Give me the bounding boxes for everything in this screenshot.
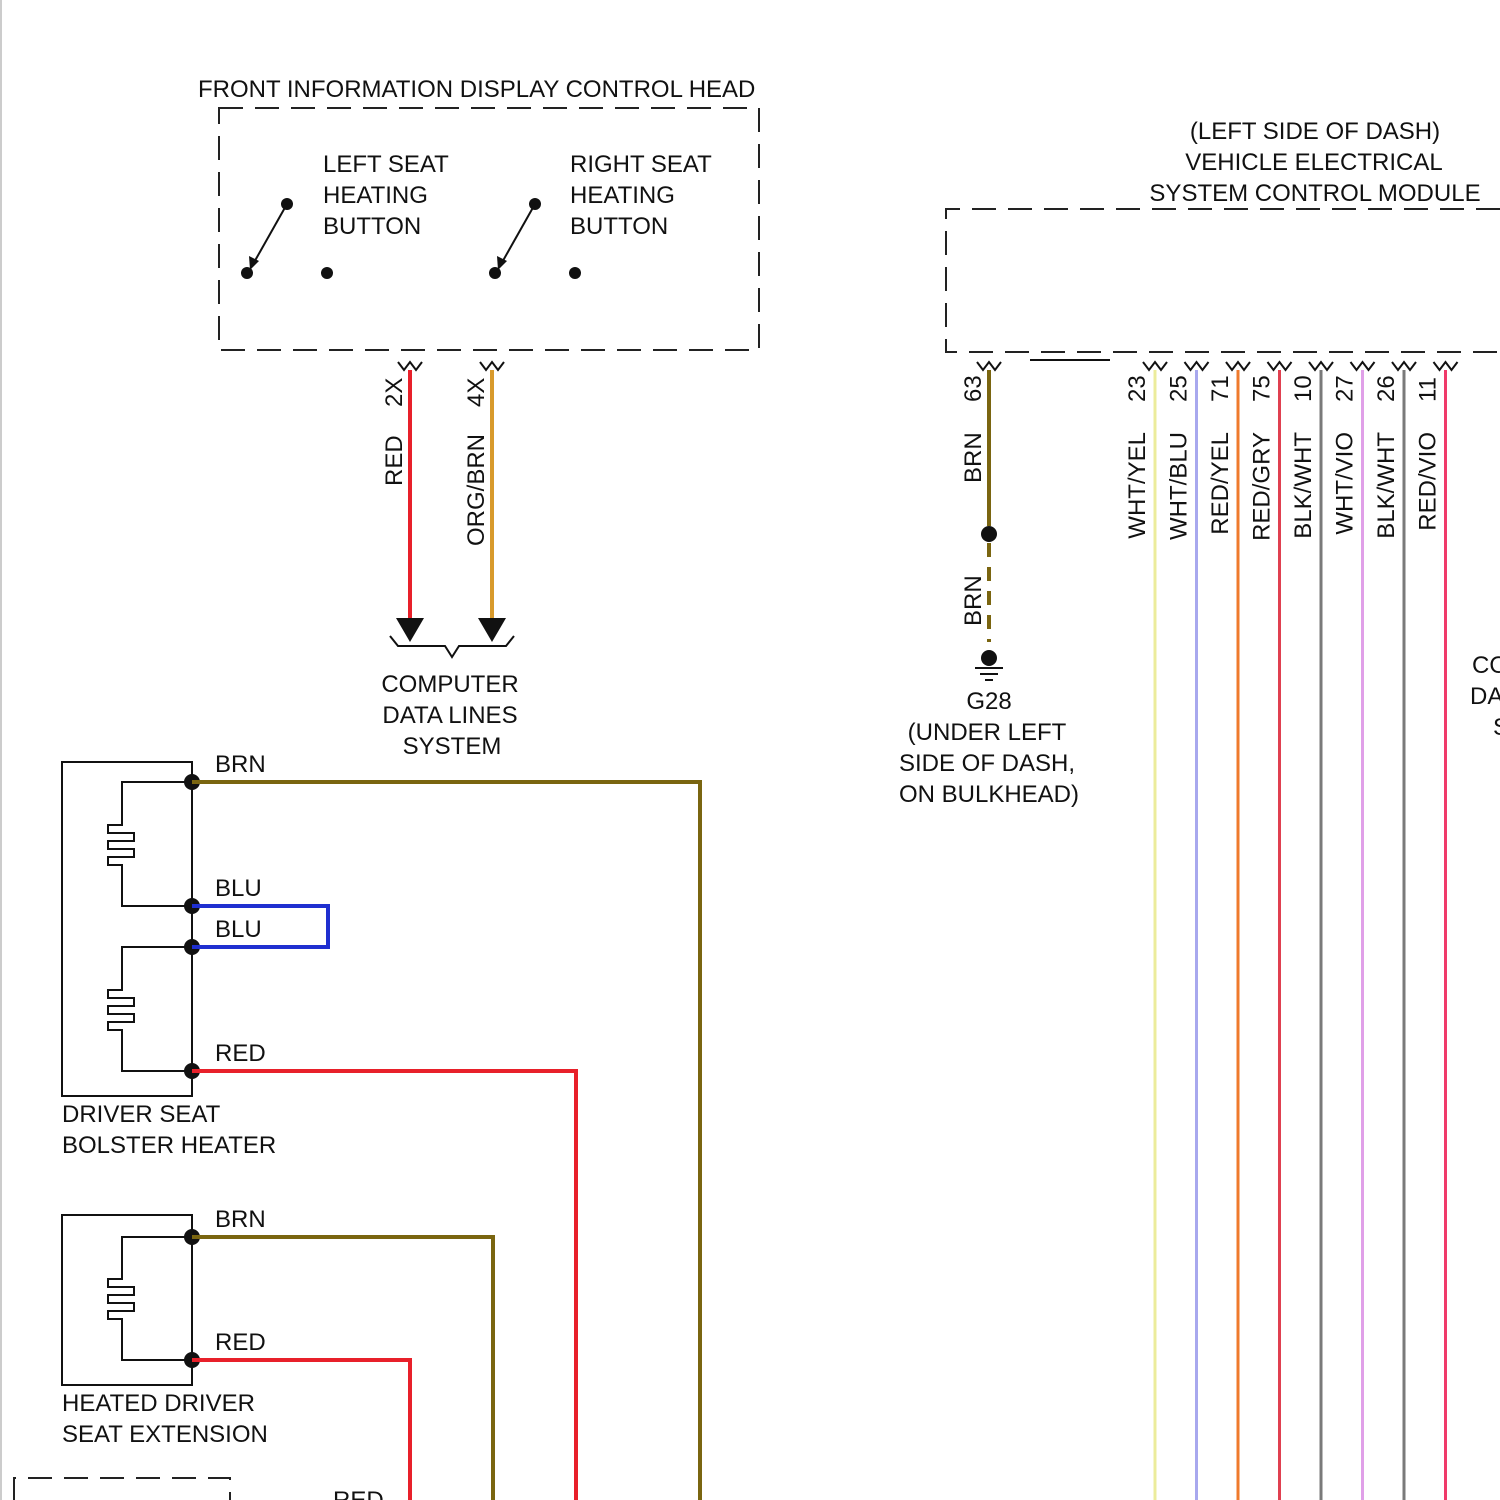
pin-label: 11 [1415, 377, 1442, 402]
wire-color-label: BLK/WHT [1290, 432, 1317, 539]
left-seat-heating-button: LEFT SEAT HEATING BUTTON [241, 151, 449, 279]
arrow-down-icon [478, 618, 506, 642]
bolster-wire-blu-label-2: BLU [215, 916, 262, 943]
connector-symbol [977, 362, 1001, 370]
seat-extension-name-2: SEAT EXTENSION [62, 1421, 268, 1448]
connector-symbol [480, 362, 504, 370]
pin-label: 26 [1373, 375, 1400, 402]
switch-contact [321, 267, 333, 279]
wire-brn-label-lower: BRN [960, 575, 987, 626]
connector-symbol [1268, 362, 1292, 370]
arrow-down-icon [396, 618, 424, 642]
extension-wire-red-label: RED [215, 1329, 266, 1356]
right-button-label-3: BUTTON [570, 213, 668, 240]
connector-symbol [1351, 362, 1375, 370]
left-button-label-2: HEATING [323, 182, 428, 209]
ground-id-label: G28 [966, 688, 1011, 715]
ground-dot [981, 650, 997, 666]
switch-contact [241, 267, 253, 279]
switch-arm [500, 204, 535, 266]
wire-color-label: RED/GRY [1249, 432, 1276, 541]
bolster-wire-blu-label: BLU [215, 875, 262, 902]
pin-label: 10 [1290, 375, 1317, 402]
wire-color-label: RED/VIO [1415, 432, 1442, 531]
bolster-wire-brn-label: BRN [215, 751, 266, 778]
switch-arm [252, 204, 287, 266]
heating-element-icon [108, 1237, 192, 1360]
data-lines-label-3: SYSTEM [403, 733, 502, 760]
wire-color-label: RED/YEL [1207, 432, 1234, 535]
bolster-heater-box [62, 762, 192, 1096]
vescm-side-label-2: DA [1470, 683, 1500, 710]
vescm-title-2: VEHICLE ELECTRICAL [1185, 149, 1442, 176]
ground-location-3: ON BULKHEAD) [899, 781, 1079, 808]
heated-driver-seat-extension: BRN RED HEATED DRIVER SEAT EXTENSION [62, 1206, 268, 1448]
wire-color-label: WHT/YEL [1124, 432, 1151, 539]
pin-63-label: 63 [960, 375, 987, 402]
data-lines-label-1: COMPUTER [381, 671, 518, 698]
heating-element-icon [108, 947, 192, 1071]
vescm-title-1: (LEFT SIDE OF DASH) [1190, 118, 1440, 145]
connector-symbol [1309, 362, 1333, 370]
connector-symbol [1392, 362, 1416, 370]
bolster-heater-name-2: BOLSTER HEATER [62, 1132, 276, 1159]
connector-symbol [1143, 362, 1167, 370]
partial-wire-label: RED [333, 1487, 384, 1500]
wire-org-brn-label: ORG/BRN [463, 434, 490, 546]
wire-color-label: WHT/VIO [1332, 432, 1359, 535]
connector-symbol [1185, 362, 1209, 370]
pin-label: 27 [1332, 375, 1359, 402]
vescm-box [946, 209, 1500, 352]
partial-component-box [14, 1478, 230, 1500]
driver-seat-bolster-heater: BRN BLU BLU RED DRIVER SEAT BOLSTER HEAT… [62, 751, 276, 1159]
wire-red-label: RED [381, 435, 408, 486]
data-lines-label-2: DATA LINES [382, 702, 517, 729]
pin-label: 75 [1249, 375, 1276, 402]
wire-extension-brn [192, 1237, 493, 1500]
vescm-side-label-1: CO [1472, 652, 1500, 679]
vescm-side-label-3: S [1493, 714, 1500, 741]
connector-symbol [1226, 362, 1250, 370]
pin-label: 25 [1166, 375, 1193, 402]
wire-color-label: WHT/BLU [1166, 432, 1193, 540]
pin-2x-label: 2X [381, 378, 408, 407]
heating-element-icon [108, 782, 192, 906]
right-seat-heating-button: RIGHT SEAT HEATING BUTTON [489, 151, 712, 279]
right-button-label-2: HEATING [570, 182, 675, 209]
splice-dot [981, 526, 997, 542]
switch-contact [489, 267, 501, 279]
bolster-heater-name-1: DRIVER SEAT [62, 1101, 221, 1128]
pin-4x-label: 4X [463, 378, 490, 407]
ground-location-2: SIDE OF DASH, [899, 750, 1075, 777]
control-head-box [219, 108, 759, 350]
seat-extension-name-1: HEATED DRIVER [62, 1390, 255, 1417]
ground-location-1: (UNDER LEFT [908, 719, 1067, 746]
left-button-label-3: BUTTON [323, 213, 421, 240]
ground-circuit: 63 BRN BRN G28 (UNDER LEFT SIDE OF DASH,… [899, 362, 1079, 808]
pin-label: 23 [1124, 375, 1151, 402]
wire-color-label: BLK/WHT [1373, 432, 1400, 539]
connector-symbol [1434, 362, 1458, 370]
switch-contact [569, 267, 581, 279]
vescm-title-3: SYSTEM CONTROL MODULE [1149, 180, 1480, 207]
connector-symbol [398, 362, 422, 370]
control-head-title: FRONT INFORMATION DISPLAY CONTROL HEAD [198, 76, 755, 103]
extension-wire-brn-label: BRN [215, 1206, 266, 1233]
right-button-label-1: RIGHT SEAT [570, 151, 712, 178]
wire-brn-label: BRN [960, 432, 987, 483]
bolster-wire-red-label: RED [215, 1040, 266, 1067]
pin-label: 71 [1207, 375, 1234, 402]
left-button-label-1: LEFT SEAT [323, 151, 449, 178]
